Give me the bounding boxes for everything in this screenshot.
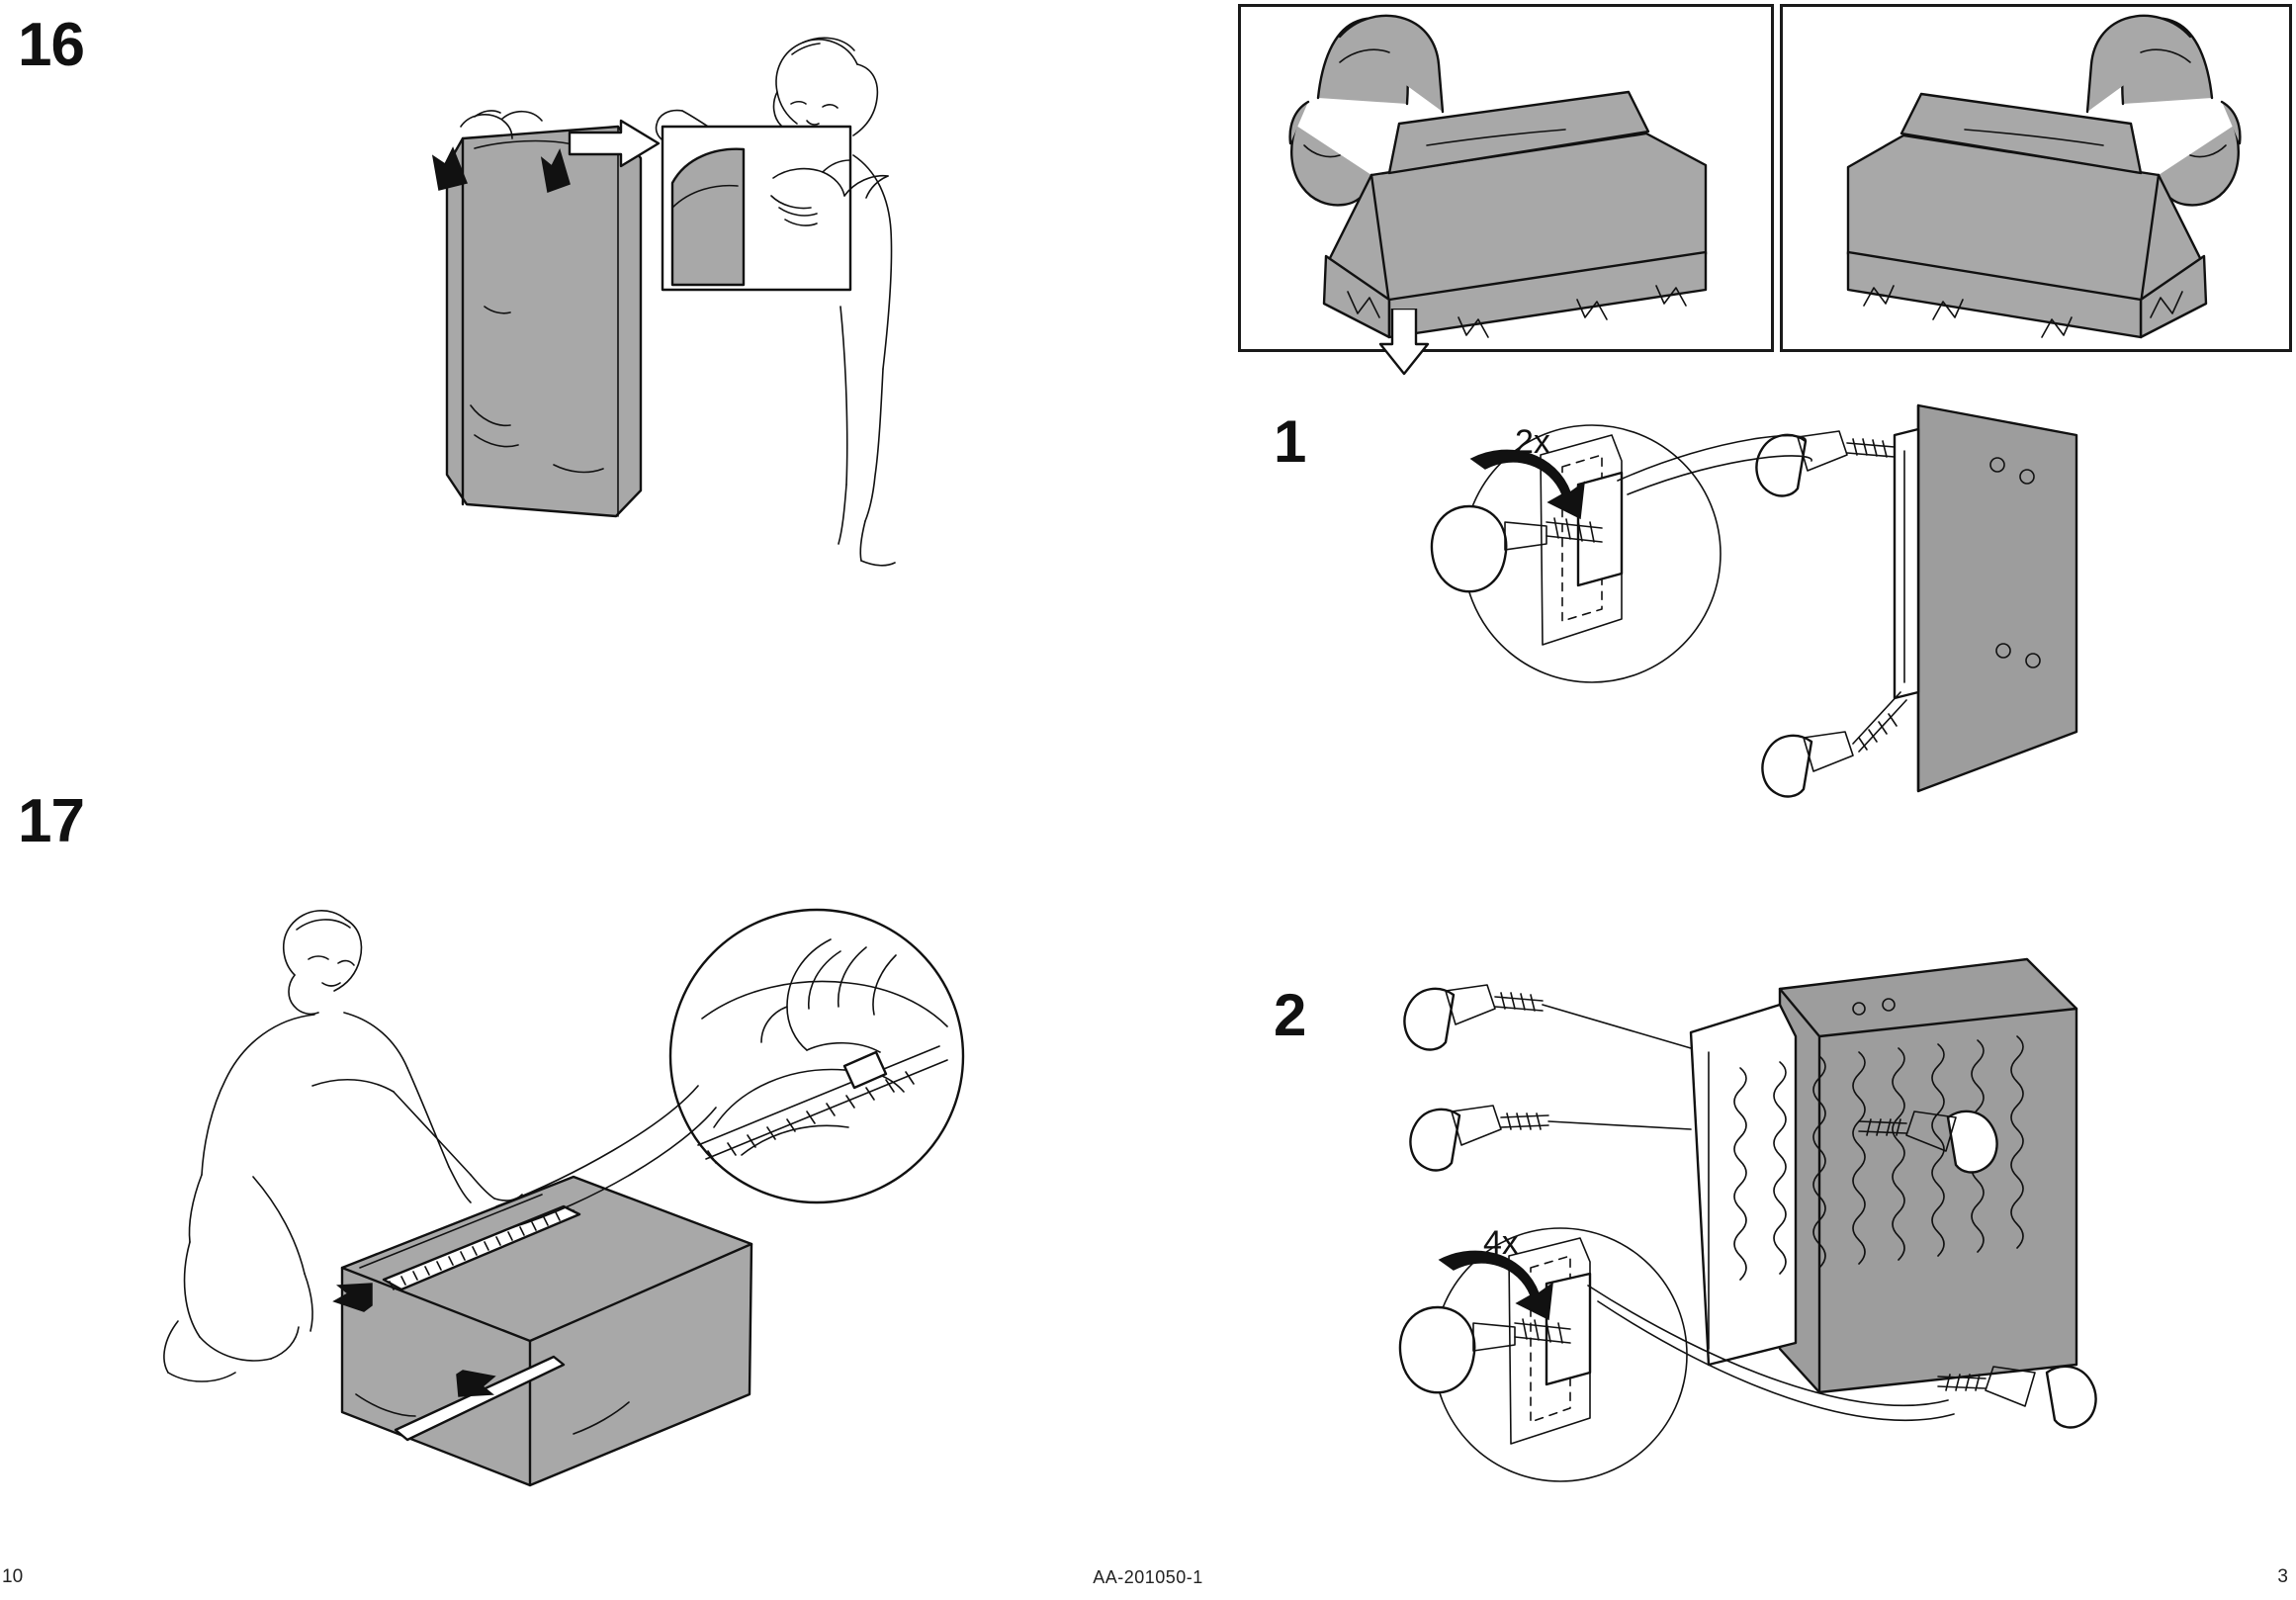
step-1-illustration: 2x: [1424, 396, 2156, 850]
step-16-number: 16: [18, 11, 85, 79]
step-16-illustration: [376, 10, 1068, 663]
footer-document-code: AA-201050-1: [1093, 1567, 1203, 1587]
step-2-quantity-label: 4x: [1483, 1224, 1519, 1262]
step-17-illustration: [148, 880, 999, 1523]
footer-right-page-number: 3: [2277, 1566, 2288, 1587]
step-17-number: 17: [18, 787, 85, 855]
footer-left-page-number: 10: [2, 1566, 24, 1587]
step-1-quantity-label: 2x: [1515, 423, 1550, 461]
step-2-number: 2: [1274, 982, 1306, 1048]
product-panel-right: [1780, 4, 2292, 352]
step-2-illustration: 4x: [1394, 949, 2185, 1503]
down-arrow-icon: [1374, 309, 1434, 378]
step-1-number: 1: [1274, 408, 1306, 475]
product-panel-left: [1238, 4, 1774, 352]
